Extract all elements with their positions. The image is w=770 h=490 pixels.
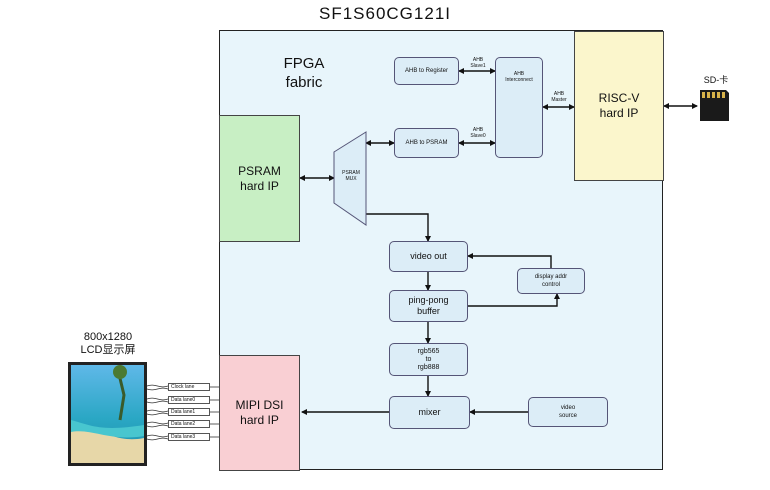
dispaddr-line1: display addr [534,274,568,280]
lane-label: Data lane3 [168,433,210,441]
slave1-line2: Slave1 [470,63,486,69]
chip-title: SF1S60CG121I [318,4,451,23]
ping-pong-buffer-block: ping-pong buffer [389,290,468,322]
mux-line1: PSRAM [342,170,360,176]
lane-label: Data lane1 [168,408,210,416]
riscv-label-line1: RISC-V [598,91,640,105]
psram-mux-shape [333,131,367,226]
rgb-line2: to [425,355,432,363]
lcd-screen-image [68,362,147,466]
psram-mux-label: PSRAM MUX [338,170,364,182]
mux-line2: MUX [345,176,357,182]
source-line2: source [558,413,577,419]
mipi-dsi-hard-ip: MIPI DSI hard IP [219,355,300,471]
pingpong-line1: ping-pong [408,295,449,305]
mixer-block: mixer [389,396,470,429]
lcd-label: 800x1280 LCD显示屏 [62,331,154,357]
lane-label: Data lane0 [168,396,210,404]
video-source-block: video source [528,397,608,427]
slave1-line1: AHB [472,57,484,63]
pingpong-line2: buffer [417,306,440,316]
riscv-hard-ip: RISC-V hard IP [574,31,664,181]
rgb-convert-block: rgb565 to rgb888 [389,343,468,376]
interconnect-line1: AHB [513,71,525,77]
fpga-label-line2: fabric [285,74,323,91]
rgb-line1: rgb565 [417,347,440,355]
video-out-block: video out [389,241,468,272]
sd-card-label: SD-卡 [703,75,729,85]
ahb-to-psram-block: AHB to PSRAM [394,128,459,158]
lane-label: Data lane2 [168,420,210,428]
master-port-label: AHB Master [544,91,574,103]
lcd-label-line2: LCD显示屏 [80,344,136,356]
riscv-label-line2: hard IP [599,106,639,120]
master-line2: Master [551,97,567,103]
ahb-to-register-block: AHB to Register [394,57,459,85]
psram-label-line2: hard IP [240,178,279,193]
psram-label-line1: PSRAM [238,163,281,178]
ahb-interconnect-block: AHB Interconnect [495,57,543,158]
interconnect-line2: Interconnect [505,77,533,83]
mipi-label-line1: MIPI DSI [235,398,284,412]
link-dispaddr-videoout [467,253,552,268]
master-line1: AHB [553,91,565,97]
psram-hard-ip: PSRAM hard IP [219,115,300,242]
slave0-port-label: AHB Slave0 [463,127,493,139]
slave0-line2: Slave0 [470,133,486,139]
source-line1: video [560,405,576,411]
display-addr-control-block: display addr control [517,268,585,294]
slave1-port-label: AHB Slave1 [463,57,493,69]
fpga-label-line1: FPGA [283,55,325,72]
lane-label: Clock lane [168,383,210,391]
slave0-line1: AHB [472,127,484,133]
sd-card-icon [700,90,729,121]
rgb-line3: rgb888 [417,363,440,371]
dispaddr-line2: control [541,282,560,288]
lcd-label-line1: 800x1280 [83,331,133,343]
fpga-fabric-label: FPGA fabric [268,54,340,92]
mipi-label-line2: hard IP [240,413,279,427]
link-mux-videoout [366,213,431,242]
mipi-lane-lines [146,384,219,441]
link-pingpong-dispaddr [468,293,560,307]
